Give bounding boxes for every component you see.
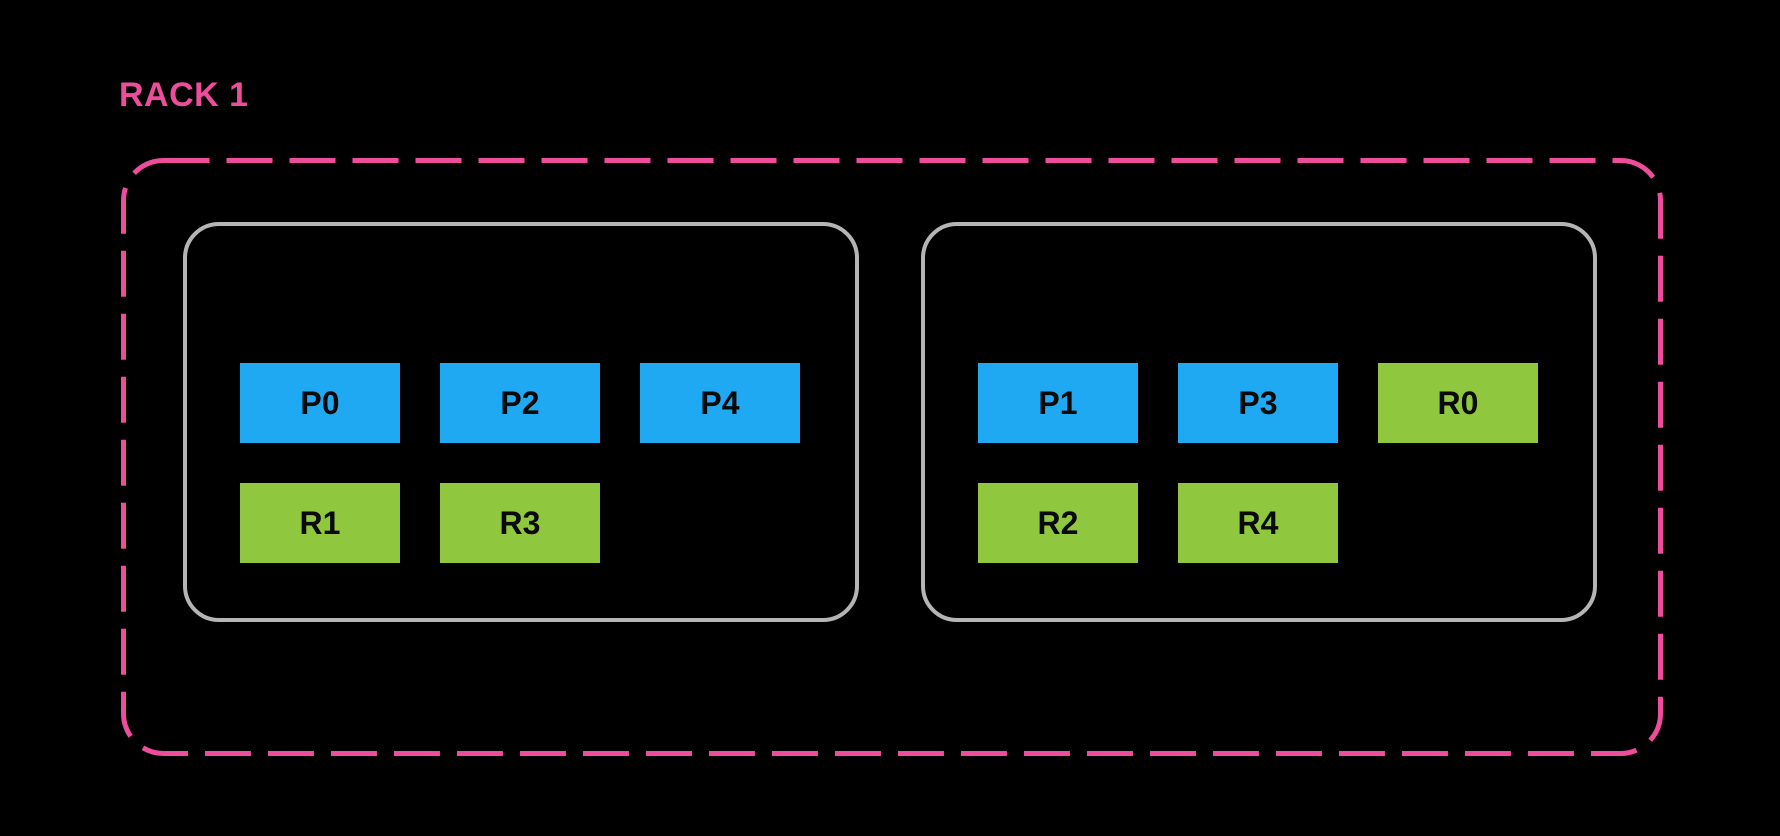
shard-box-r3: R3 xyxy=(440,483,600,563)
rack-label: RACK 1 xyxy=(119,76,249,114)
shard-box-p0: P0 xyxy=(240,363,400,443)
shard-box-p1: P1 xyxy=(978,363,1138,443)
shard-box-r4: R4 xyxy=(1178,483,1338,563)
rack-dashed-border xyxy=(121,158,1663,756)
shard-box-p4: P4 xyxy=(640,363,800,443)
shard-box-r1: R1 xyxy=(240,483,400,563)
shard-box-r2: R2 xyxy=(978,483,1138,563)
shard-box-r0: R0 xyxy=(1378,363,1538,443)
shard-box-p2: P2 xyxy=(440,363,600,443)
shard-box-p3: P3 xyxy=(1178,363,1338,443)
